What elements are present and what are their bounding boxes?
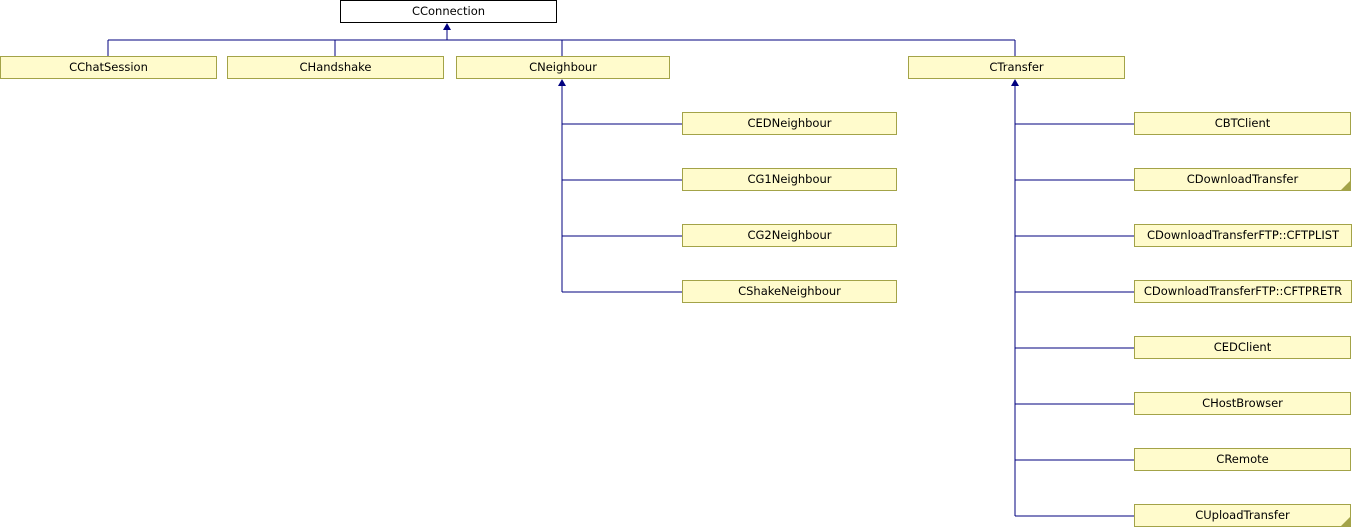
inheritance-arrow-neighbour xyxy=(558,79,566,86)
class-node-cshakeneighbour[interactable]: CShakeNeighbour xyxy=(682,280,897,303)
class-node-label: CTransfer xyxy=(989,59,1044,74)
collapsed-children-fold-icon[interactable] xyxy=(1341,181,1350,190)
class-node-chostbrowser[interactable]: CHostBrowser xyxy=(1134,392,1351,415)
class-node-cg1neighbour[interactable]: CG1Neighbour xyxy=(682,168,897,191)
class-node-label: CHandshake xyxy=(299,59,372,74)
class-node-label: CG2Neighbour xyxy=(747,227,832,242)
class-node-cg2neighbour[interactable]: CG2Neighbour xyxy=(682,224,897,247)
class-node-cedneighbour[interactable]: CEDNeighbour xyxy=(682,112,897,135)
class-node-cdownloadtransferftp-cftpretr[interactable]: CDownloadTransferFTP::CFTPRETR xyxy=(1134,280,1352,303)
class-node-label: CBTClient xyxy=(1214,115,1271,130)
class-node-label: CChatSession xyxy=(69,59,148,74)
class-node-label: CShakeNeighbour xyxy=(738,283,841,298)
class-node-cconnection[interactable]: CConnection xyxy=(340,0,557,23)
class-node-cdownloadtransfer[interactable]: CDownloadTransfer xyxy=(1134,168,1351,191)
class-node-chandshake[interactable]: CHandshake xyxy=(227,56,444,79)
class-node-label: CG1Neighbour xyxy=(747,171,832,186)
class-node-cedclient[interactable]: CEDClient xyxy=(1134,336,1351,359)
class-node-ctransfer[interactable]: CTransfer xyxy=(908,56,1125,79)
class-node-label: CNeighbour xyxy=(529,59,597,74)
collapsed-children-fold-icon[interactable] xyxy=(1341,517,1350,526)
class-node-label: CRemote xyxy=(1216,451,1269,466)
inheritance-arrow-transfer xyxy=(1011,79,1019,86)
class-node-label: CHostBrowser xyxy=(1202,395,1283,410)
class-node-cneighbour[interactable]: CNeighbour xyxy=(456,56,670,79)
class-node-label: CUploadTransfer xyxy=(1195,507,1290,522)
inheritance-arrow-root xyxy=(443,23,451,30)
class-node-label: CDownloadTransferFTP::CFTPRETR xyxy=(1143,283,1343,298)
class-node-label: CEDClient xyxy=(1213,339,1272,354)
class-node-cremote[interactable]: CRemote xyxy=(1134,448,1351,471)
class-node-cbtclient[interactable]: CBTClient xyxy=(1134,112,1351,135)
class-node-label: CDownloadTransfer xyxy=(1186,171,1299,186)
class-node-cdownloadtransferftp-cftplist[interactable]: CDownloadTransferFTP::CFTPLIST xyxy=(1134,224,1352,247)
class-node-label: CDownloadTransferFTP::CFTPLIST xyxy=(1146,227,1340,242)
class-node-label: CEDNeighbour xyxy=(747,115,832,130)
class-node-cuploadtransfer[interactable]: CUploadTransfer xyxy=(1134,504,1351,527)
class-node-label: CConnection xyxy=(411,3,486,18)
class-node-cchatsession[interactable]: CChatSession xyxy=(0,56,217,79)
